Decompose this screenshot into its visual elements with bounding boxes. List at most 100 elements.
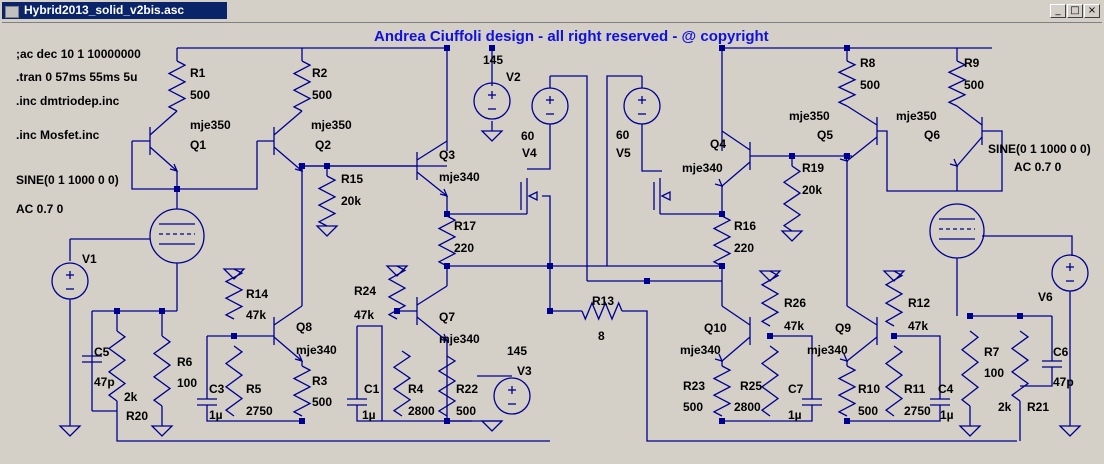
R20-label: R20 bbox=[126, 409, 148, 423]
R4-symbol bbox=[392, 350, 412, 417]
C7-label: C7 bbox=[788, 382, 804, 396]
R20-value: 2k bbox=[124, 390, 138, 404]
R9-symbol bbox=[947, 60, 967, 107]
right-sine-label: SINE(0 1 1000 0 0) bbox=[988, 142, 1091, 156]
minimize-button[interactable]: _ bbox=[1050, 4, 1066, 18]
R6-label: R6 bbox=[177, 355, 193, 369]
C4-symbol bbox=[930, 398, 950, 406]
junction-dot bbox=[844, 153, 850, 159]
junction-dot bbox=[719, 211, 725, 217]
R21-symbol bbox=[1010, 330, 1030, 402]
V4-symbol bbox=[531, 87, 569, 125]
transistor-emitter bbox=[721, 336, 751, 362]
mosfet-arrow bbox=[527, 190, 538, 202]
R23-value: 500 bbox=[683, 400, 703, 414]
wire bbox=[894, 335, 941, 399]
junction-dot bbox=[844, 45, 850, 51]
copyright-header: Andrea Ciuffoli design - all right reser… bbox=[374, 28, 769, 45]
V2-label: V2 bbox=[506, 70, 521, 84]
Q1-model: mje350 bbox=[190, 118, 231, 132]
R4-value: 2800 bbox=[408, 404, 435, 418]
wire bbox=[770, 335, 813, 399]
triode-envelope bbox=[149, 208, 205, 264]
wire bbox=[982, 130, 1003, 192]
V5-symbol bbox=[623, 87, 661, 125]
R21-label: R21 bbox=[1027, 400, 1049, 414]
junction-dot bbox=[719, 418, 725, 424]
R7-symbol bbox=[960, 330, 980, 407]
R9-label: R9 bbox=[964, 56, 980, 70]
R24-label: R24 bbox=[354, 284, 376, 298]
C6-value: 47p bbox=[1053, 375, 1074, 389]
R16-label: R16 bbox=[734, 219, 756, 233]
R17-symbol bbox=[437, 215, 457, 267]
R14-label: R14 bbox=[246, 287, 268, 301]
junction-dot bbox=[444, 418, 450, 424]
mosfet-arrow bbox=[660, 190, 671, 202]
junction-dot bbox=[231, 333, 237, 339]
junction-dot bbox=[789, 153, 795, 159]
transistor-emitter bbox=[416, 171, 448, 197]
source-circle bbox=[531, 87, 569, 125]
wire bbox=[301, 165, 447, 171]
junction-dot bbox=[299, 163, 305, 169]
R8-symbol bbox=[837, 60, 857, 107]
junction-dot bbox=[644, 278, 650, 284]
R21-value: 2k bbox=[998, 400, 1012, 414]
R3-value: 500 bbox=[312, 395, 332, 409]
Q10-model: mje340 bbox=[680, 343, 721, 357]
schematic-drawing[interactable]: Andrea Ciuffoli design - all right reser… bbox=[2, 23, 1102, 463]
Q7-label: Q7 bbox=[439, 310, 455, 324]
source-circle bbox=[493, 377, 531, 415]
R13-symbol bbox=[581, 301, 623, 321]
R14-value: 47k bbox=[246, 308, 266, 322]
C5-label: C5 bbox=[94, 345, 110, 359]
R19-value: 20k bbox=[802, 183, 822, 197]
C6-symbol bbox=[1042, 360, 1062, 368]
V2-symbol bbox=[473, 82, 511, 120]
R1-label: R1 bbox=[190, 66, 206, 80]
transistor-collector bbox=[721, 305, 751, 326]
V4-value: 60 bbox=[521, 129, 535, 143]
transistor-collector bbox=[149, 110, 178, 136]
C1-symbol bbox=[347, 398, 367, 406]
R6-symbol bbox=[152, 335, 172, 407]
R7-label: R7 bbox=[984, 345, 1000, 359]
restore-button[interactable]: □ bbox=[1067, 4, 1083, 18]
R13-value: 8 bbox=[598, 329, 605, 343]
junction-dot bbox=[444, 263, 450, 269]
schematic-canvas[interactable]: Andrea Ciuffoli design - all right reser… bbox=[2, 22, 1102, 462]
transistor-collector bbox=[956, 105, 983, 126]
R2-label: R2 bbox=[312, 66, 328, 80]
transistor-collector bbox=[273, 305, 303, 326]
R11-label: R11 bbox=[904, 382, 926, 396]
transistor-arrow bbox=[169, 163, 179, 173]
wire bbox=[550, 75, 588, 281]
R22-label: R22 bbox=[456, 382, 478, 396]
transistor-emitter bbox=[846, 336, 878, 362]
R6-value: 100 bbox=[177, 376, 197, 390]
R26-value: 47k bbox=[784, 319, 804, 333]
junction-dot bbox=[299, 418, 305, 424]
wire bbox=[877, 130, 992, 192]
junction-dot bbox=[767, 333, 773, 339]
R3-label: R3 bbox=[312, 374, 328, 388]
close-button[interactable]: × bbox=[1084, 4, 1100, 18]
V1-symbol bbox=[51, 262, 89, 300]
transistor-emitter bbox=[956, 136, 983, 167]
triode-envelope bbox=[929, 203, 985, 259]
junction-dot bbox=[444, 211, 450, 217]
R13-label: R13 bbox=[592, 294, 614, 308]
document-tab[interactable]: Hybrid2013_solid_v2bis.asc bbox=[2, 2, 227, 19]
R9-value: 500 bbox=[964, 78, 984, 92]
directive-inc-triode: .inc dmtriodep.inc bbox=[16, 94, 120, 108]
schematic-doc-icon bbox=[5, 6, 19, 18]
R16-value: 220 bbox=[734, 241, 754, 255]
R4-label: R4 bbox=[408, 382, 424, 396]
R10-symbol bbox=[837, 365, 857, 417]
document-titlebar[interactable]: Hybrid2013_solid_v2bis.asc _ □ × bbox=[0, 0, 1104, 22]
transistor-emitter bbox=[273, 146, 303, 172]
wire bbox=[357, 325, 383, 341]
R15-symbol bbox=[317, 175, 337, 227]
